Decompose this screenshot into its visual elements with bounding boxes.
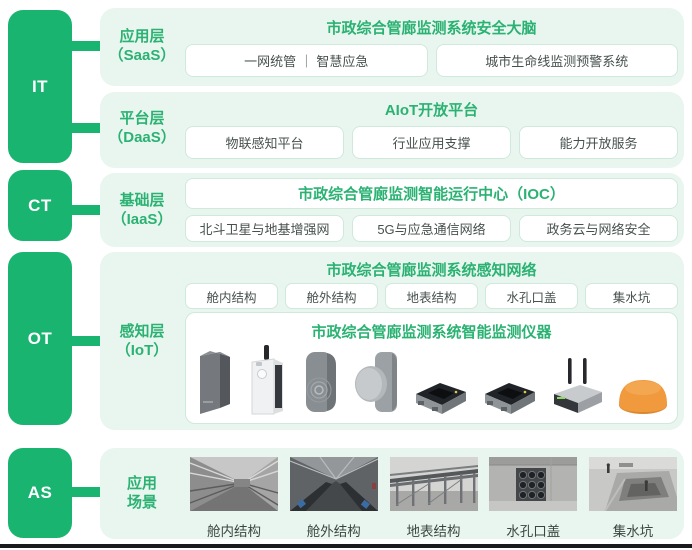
scene-label-surface-structure: 地表结构 bbox=[406, 524, 461, 539]
scene-cell-surface-structure: 地表结构 bbox=[389, 457, 478, 540]
layer-label-daas: 平台层 （DaaS） bbox=[100, 109, 184, 147]
scene-label-manhole-cover: 水孔口盖 bbox=[506, 524, 561, 539]
daas-box-open-services: 能力开放服务 bbox=[519, 126, 678, 159]
connector-it-daas bbox=[66, 123, 104, 133]
layer-label-saas-line2: （SaaS） bbox=[108, 47, 176, 64]
rail-block-ot-label: OT bbox=[27, 328, 53, 348]
surface-structure-photo bbox=[389, 457, 478, 511]
manhole-cover-photo bbox=[489, 457, 578, 511]
rail-block-ot: OT bbox=[8, 252, 72, 425]
daas-box-industry-support: 行业应用支撑 bbox=[352, 126, 511, 159]
layer-label-iot-line2: （IoT） bbox=[115, 342, 169, 359]
daas-boxes: 物联感知平台 行业应用支撑 能力开放服务 bbox=[185, 126, 678, 159]
instrument-panel: 市政综合管廊监测系统智能监测仪器 bbox=[185, 312, 678, 424]
scene-row: 舱内结构 舱外结构 bbox=[190, 457, 677, 540]
wireless-sensor-icon bbox=[306, 352, 336, 412]
layer-label-saas: 应用层 （SaaS） bbox=[100, 27, 184, 65]
layer-label-saas-line1: 应用层 bbox=[119, 28, 165, 45]
iot-box-sump-pit: 集水坑 bbox=[585, 283, 678, 309]
solar-antenna-sensor-icon bbox=[251, 345, 283, 415]
scene-label-sump-pit: 集水坑 bbox=[612, 524, 654, 539]
scene-label-cabin-interior: 舱内结构 bbox=[207, 524, 261, 539]
saas-boxes: 一网统管 ｜ 智慧应急 城市生命线监测预警系统 bbox=[185, 44, 678, 77]
gateway-router-icon bbox=[554, 358, 602, 413]
iot-boxes: 舱内结构 舱外结构 地表结构 水孔口盖 集水坑 bbox=[185, 283, 678, 309]
daas-box-iot-platform: 物联感知平台 bbox=[185, 126, 344, 159]
rail-block-it-label: IT bbox=[31, 76, 49, 96]
connector-ot-iot bbox=[66, 336, 104, 346]
iaas-box-gov-cloud-security: 政务云与网络安全 bbox=[519, 215, 678, 242]
iot-box-cabin-interior: 舱内结构 bbox=[185, 283, 278, 309]
rail-block-as-label: AS bbox=[27, 483, 53, 502]
scene-label-cabin-exterior: 舱外结构 bbox=[306, 524, 361, 539]
iot-title: 市政综合管廊监测系统感知网络 bbox=[326, 262, 537, 279]
daas-title: AIoT开放平台 bbox=[384, 102, 479, 119]
layer-label-iaas-line2: （IaaS） bbox=[111, 211, 173, 228]
layer-label-daas-line2: （DaaS） bbox=[108, 129, 176, 146]
layer-label-iot-line1: 感知层 bbox=[119, 323, 165, 340]
layer-label-scenes-line2: 场景 bbox=[126, 494, 157, 511]
data-logger-icon bbox=[416, 383, 466, 414]
rail-block-as: AS bbox=[8, 448, 72, 538]
iot-box-manhole-cover: 水孔口盖 bbox=[485, 283, 578, 309]
rail-block-ct-label: CT bbox=[28, 195, 52, 215]
iaas-box-5g-network: 5G与应急通信网络 bbox=[352, 215, 511, 242]
rail-block-ct: CT bbox=[8, 170, 72, 241]
layer-label-iaas: 基础层 （IaaS） bbox=[100, 191, 184, 229]
iaas-box-beidou-network: 北斗卫星与地基增强网 bbox=[185, 215, 344, 242]
device-row bbox=[194, 340, 669, 416]
saas-title: 市政综合管廊监测系统安全大脑 bbox=[326, 20, 537, 37]
layer-label-scenes-line1: 应用 bbox=[126, 475, 157, 492]
scene-cell-cabin-interior: 舱内结构 bbox=[190, 457, 278, 540]
iaas-boxes: 北斗卫星与地基增强网 5G与应急通信网络 政务云与网络安全 bbox=[185, 215, 678, 242]
layer-label-iaas-line1: 基础层 bbox=[119, 192, 165, 209]
pillar-sensor-icon bbox=[200, 351, 230, 414]
rail-block-it: IT bbox=[8, 10, 72, 163]
saas-box-lifeline-warning-system: 城市生命线监测预警系统 bbox=[435, 44, 678, 77]
scene-cell-sump-pit: 集水坑 bbox=[589, 457, 677, 540]
iot-box-surface-structure: 地表结构 bbox=[385, 283, 478, 309]
scene-cell-manhole-cover: 水孔口盖 bbox=[489, 457, 578, 540]
layer-label-iot: 感知层 （IoT） bbox=[100, 322, 184, 360]
sump-pit-photo bbox=[589, 457, 677, 511]
disc-sensor-icon bbox=[355, 352, 397, 412]
connector-ct-iaas bbox=[66, 205, 104, 215]
instrument-panel-title: 市政综合管廊监测系统智能监测仪器 bbox=[311, 324, 552, 341]
scene-cell-cabin-exterior: 舱外结构 bbox=[289, 457, 378, 540]
tunnel-exterior-photo bbox=[289, 457, 378, 511]
tunnel-interior-photo bbox=[190, 457, 278, 511]
saas-box-unified-management: 一网统管 ｜ 智慧应急 bbox=[185, 44, 428, 77]
iot-box-cabin-exterior: 舱外结构 bbox=[285, 283, 378, 309]
bottom-edge bbox=[0, 544, 692, 548]
connector-as-scenes bbox=[66, 487, 104, 497]
connector-it-saas bbox=[66, 41, 104, 51]
iaas-title-box: 市政综合管廊监测智能运行中心（IOC） bbox=[185, 178, 678, 209]
data-logger-2-icon bbox=[485, 383, 535, 414]
layer-label-scenes: 应用 场景 bbox=[100, 474, 184, 512]
dome-beacon-icon bbox=[619, 380, 667, 414]
layer-label-daas-line1: 平台层 bbox=[119, 110, 165, 127]
